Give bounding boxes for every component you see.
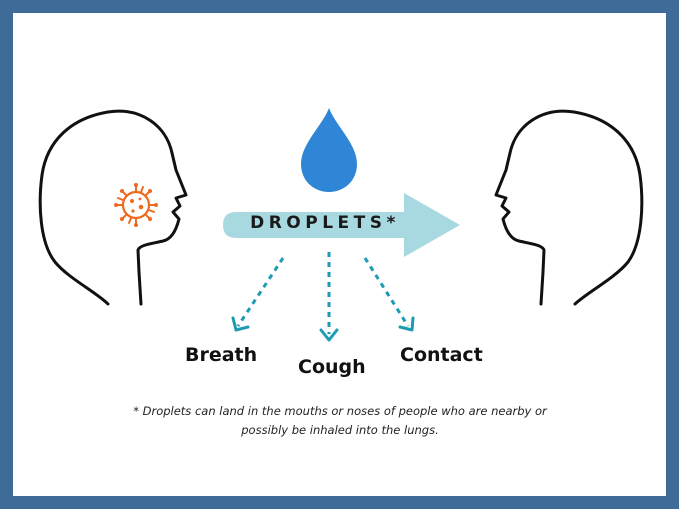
arrow-right-icon (223, 193, 460, 257)
contact-arrowhead (398, 316, 415, 332)
route-label-contact: Contact (400, 344, 483, 366)
virus-icon (114, 183, 158, 227)
breath-arrowhead (231, 316, 250, 332)
cough-arrowhead (319, 328, 339, 342)
water-drop-icon (301, 108, 357, 192)
route-label-breath: Breath (185, 344, 258, 366)
route-label-cough: Cough (298, 356, 366, 378)
receiving-head-icon (494, 109, 644, 306)
infected-head-icon (38, 109, 188, 306)
contact-route-line (363, 257, 410, 327)
breath-route-line (236, 257, 285, 327)
droplets-label: DROPLETS* (250, 213, 400, 233)
footnote: * Droplets can land in the mouths or nos… (133, 404, 547, 437)
route-arrows (231, 252, 415, 342)
